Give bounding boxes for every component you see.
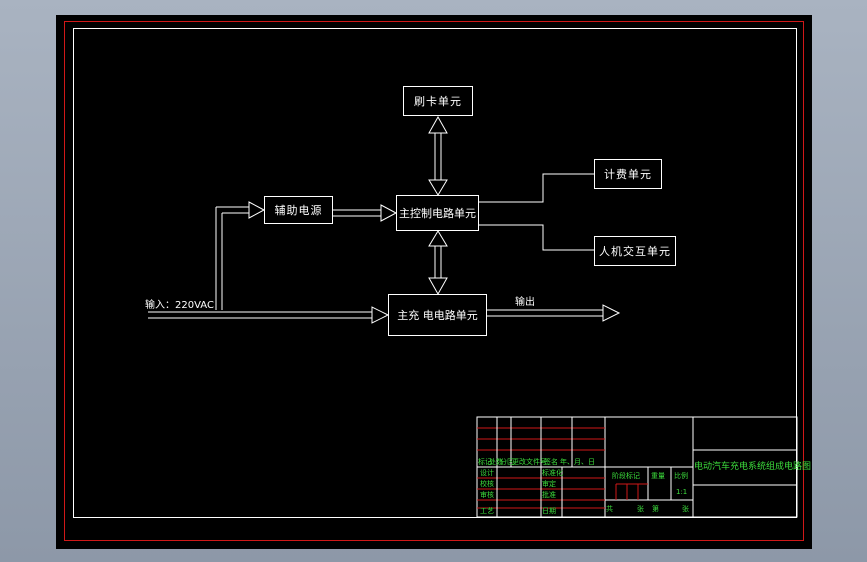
arrow-output [487, 304, 621, 322]
arrow-aux-control [333, 204, 398, 222]
tb-scale-label: 比例 [674, 472, 688, 480]
drawing-canvas [56, 15, 812, 549]
tb-header-sign: 签名 [544, 458, 558, 466]
line-control-hmi [479, 224, 594, 251]
card-unit-label: 刷卡单元 [414, 95, 462, 108]
tb-sheet-total: 共 [606, 505, 613, 513]
tb-process: 工艺 [480, 507, 494, 515]
billing-unit-box: 计费单元 [594, 159, 662, 189]
hmi-unit-label: 人机交互单元 [599, 245, 671, 258]
tb-date: 日期 [542, 507, 556, 515]
title-block-grid [476, 416, 798, 518]
outer-border [64, 21, 804, 541]
tb-sheet-unit2: 张 [682, 505, 689, 513]
tb-design: 设计 [480, 469, 494, 477]
arrow-card-control [428, 115, 448, 196]
main-control-label: 主控制电路单元 [399, 207, 476, 220]
tb-weight-label: 重量 [651, 472, 665, 480]
line-control-billing [479, 173, 594, 203]
aux-power-label: 辅助电源 [274, 204, 323, 217]
hmi-unit-box: 人机交互单元 [594, 236, 676, 266]
tb-standard: 标准化 [542, 469, 563, 477]
card-unit-box: 刷卡单元 [403, 86, 473, 116]
inner-border [73, 28, 797, 518]
tb-header-count: 处数 [489, 458, 503, 466]
tb-header-docno: 更改文件号 [512, 458, 547, 466]
tb-stage-label: 阶段标记 [612, 472, 640, 480]
drawing-title: 电动汽车充电系统组成电路图 [694, 462, 812, 472]
tb-approve-final: 审定 [542, 480, 556, 488]
tb-header-mark: 标记 [478, 458, 492, 466]
tb-scale-value: 1:1 [676, 488, 688, 496]
output-label: 输出 [515, 297, 535, 308]
main-charge-box: 主充 电电路单元 [388, 294, 487, 336]
main-charge-label: 主充 电电路单元 [397, 309, 478, 322]
tb-review: 审核 [480, 491, 494, 499]
tb-sheet-unit1: 张 [637, 505, 644, 513]
billing-unit-label: 计费单元 [604, 168, 652, 181]
tb-sheet-no: 第 [652, 505, 659, 513]
input-label: 输入：220VAC [145, 300, 214, 311]
aux-power-box: 辅助电源 [264, 196, 333, 224]
main-control-box: 主控制电路单元 [396, 195, 479, 231]
tb-approve: 批准 [542, 491, 556, 499]
arrow-input-charge [148, 306, 390, 324]
arrow-input-aux [215, 201, 266, 310]
tb-check: 校核 [480, 480, 494, 488]
arrow-control-charge [428, 230, 448, 296]
tb-header-date: 年、月、日 [560, 458, 595, 466]
tb-header-zone: 分区 [500, 458, 514, 466]
